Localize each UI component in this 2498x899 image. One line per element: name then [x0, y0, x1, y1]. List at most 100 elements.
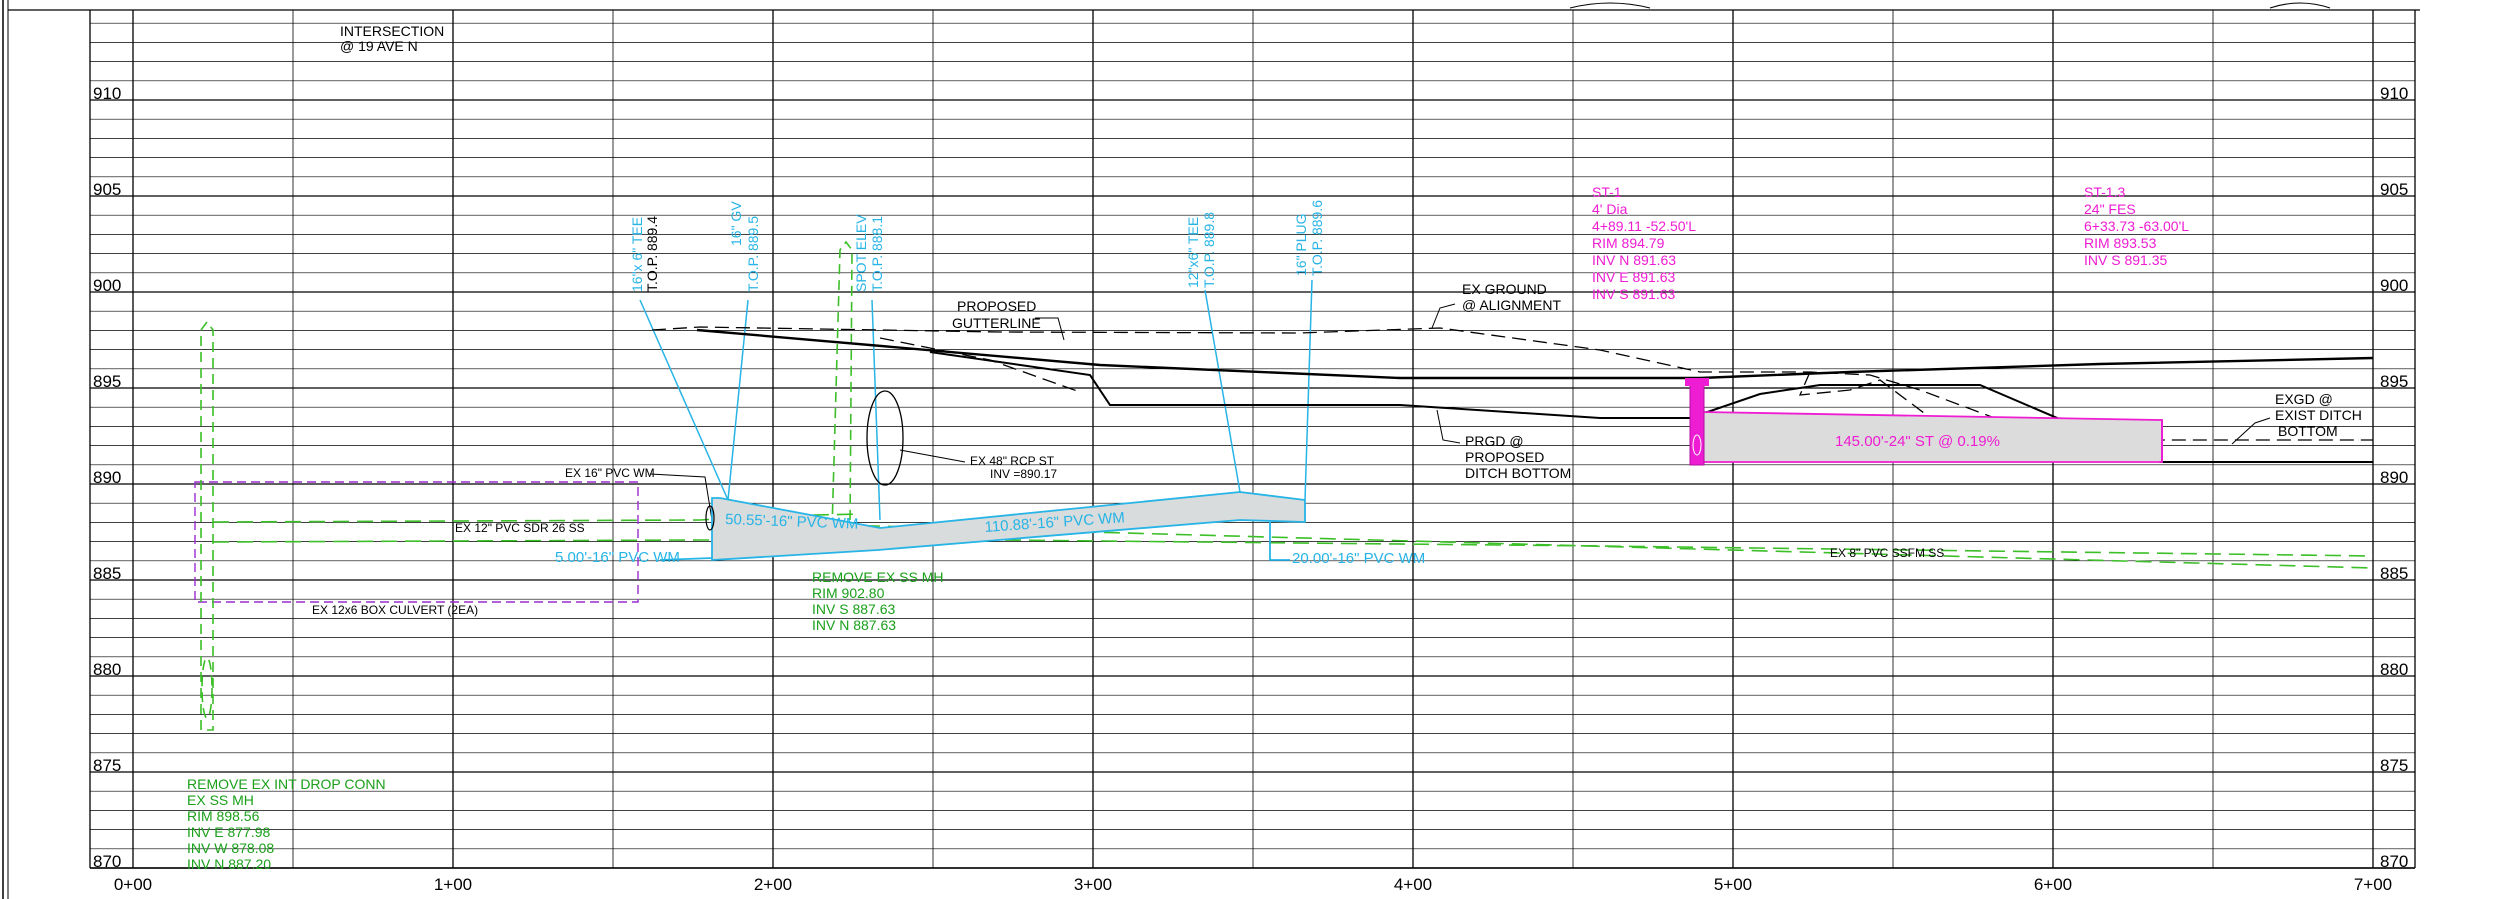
profile-grid: [89, 10, 2416, 869]
remove-ss-mh-line-4: INV N 887.63: [812, 617, 896, 633]
exgd-label-3: BOTTOM: [2278, 423, 2338, 439]
fitting-plug-label: 16" PLUG: [1293, 213, 1309, 276]
elev-label-880-right: 880: [2380, 660, 2408, 679]
elev-label-875: 875: [93, 756, 121, 775]
station-label-7: 7+00: [2354, 875, 2392, 894]
elev-label-905: 905: [93, 180, 121, 199]
elev-label-910: 910: [93, 84, 121, 103]
wm-20ft-label: 20.00'-16" PVC WM: [1292, 550, 1425, 567]
st-13-line-3: 6+33.73 -63.00'L: [2084, 218, 2189, 234]
elev-label-890-right: 890: [2380, 468, 2408, 487]
ex-box-culvert-label: EX 12x6 BOX CULVERT (2EA): [312, 603, 478, 617]
station-label-6: 6+00: [2034, 875, 2072, 894]
elev-label-910-right: 910: [2380, 84, 2408, 103]
exgd-label-1: EXGD @: [2275, 391, 2333, 407]
fitting-tee-1-label: 16"x 6" TEE: [629, 217, 645, 292]
st-1-structure: [1689, 384, 1705, 466]
elev-label-875-right: 875: [2380, 756, 2408, 775]
elev-label-885-right: 885: [2380, 564, 2408, 583]
st-13-line-5: INV S 891.35: [2084, 252, 2167, 268]
ex-48-rcp-leader: [899, 449, 966, 463]
remove-int-drop-line-4: INV E 877.98: [187, 824, 270, 840]
elev-label-900-right: 900: [2380, 276, 2408, 295]
ex-48-rcp-label-2: INV =890.17: [990, 467, 1057, 481]
st-13-line-1: ST-1.3: [2084, 184, 2125, 200]
elevation-labels-left: 910 905 900 895 890 885 880 875 870: [93, 84, 121, 871]
ex-box-culvert: [194, 481, 639, 603]
st-1-line-2: 4' Dia: [1592, 201, 1628, 217]
wm-5ft-label: 5.00'-16" PVC WM: [555, 549, 680, 566]
st-1-line-3: 4+89.11 -52.50'L: [1592, 218, 1696, 234]
elev-label-895-right: 895: [2380, 372, 2408, 391]
station-label-4: 4+00: [1394, 875, 1432, 894]
elev-label-905-right: 905: [2380, 180, 2408, 199]
elev-label-870: 870: [93, 852, 121, 871]
station-label-2: 2+00: [754, 875, 792, 894]
station-label-1: 1+00: [434, 875, 472, 894]
station-label-5: 5+00: [1714, 875, 1752, 894]
fitting-gv-label: 16" GV: [728, 201, 744, 246]
remove-int-drop-line-5: INV W 878.08: [187, 840, 274, 856]
st-1-line-6: INV E 891.63: [1592, 269, 1675, 285]
remove-ss-mh-line-2: RIM 902.80: [812, 585, 885, 601]
elev-label-895: 895: [93, 372, 121, 391]
st-1-line-1: ST-1: [1592, 184, 1622, 200]
station-labels: 0+00 1+00 2+00 3+00 4+00 5+00 6+00 7+00: [114, 875, 2392, 894]
proposed-gutterline-label-1: PROPOSED: [957, 298, 1036, 314]
elev-label-870-right: 870: [2380, 852, 2408, 871]
elev-label-880: 880: [93, 660, 121, 679]
station-label-3: 3+00: [1074, 875, 1112, 894]
callout-st-1: ST-1 4' Dia 4+89.11 -52.50'L RIM 894.79 …: [1592, 184, 1696, 302]
exgd-label-2: EXIST DITCH: [2275, 407, 2362, 423]
fitting-labels: 16"x 6" TEE T.O.P. 889.4 16" GV T.O.P. 8…: [629, 200, 1325, 292]
remove-int-drop-line-2: EX SS MH: [187, 792, 254, 808]
remove-int-drop-line-3: RIM 898.56: [187, 808, 260, 824]
st-1-outlet: [1692, 434, 1702, 456]
st-13-line-4: RIM 893.53: [2084, 235, 2157, 251]
wm-50ft-label: 50.55'-16" PVC WM: [725, 511, 859, 533]
ground-leaders: [1035, 303, 2271, 445]
elev-label-890: 890: [93, 468, 121, 487]
elev-label-885: 885: [93, 564, 121, 583]
fitting-tee-2-label: 12"x6" TEE: [1185, 217, 1201, 288]
intersection-label-line2: @ 19 AVE N: [340, 38, 418, 54]
ex-12-pvc-label: EX 12" PVC SDR 26 SS: [455, 521, 585, 535]
remove-ss-mh-line-1: REMOVE EX SS MH: [812, 569, 943, 585]
st-1-structure-cap: [1685, 378, 1709, 386]
ex-16-pvc-label: EX 16" PVC WM: [565, 466, 655, 480]
callout-remove-int-drop: REMOVE EX INT DROP CONN EX SS MH RIM 898…: [187, 776, 386, 872]
proposed-gutterline-label-2: GUTTERLINE: [952, 315, 1041, 331]
fitting-tee-1-top: T.O.P. 889.4: [644, 216, 660, 292]
prgd-label-3: DITCH BOTTOM: [1465, 465, 1571, 481]
ex-ground-label-1: EX GROUND: [1462, 281, 1547, 297]
proposed-watermain: [659, 491, 1306, 561]
ex-ground-label-2: @ ALIGNMENT: [1462, 297, 1561, 313]
ex-16-pvc-end: [705, 505, 715, 531]
elevation-labels-right: 910 905 900 895 890 885 880 875 870: [2380, 84, 2408, 871]
callout-remove-ss-mh: REMOVE EX SS MH RIM 902.80 INV S 887.63 …: [812, 569, 943, 633]
st-1-line-5: INV N 891.63: [1592, 252, 1676, 268]
fitting-leaders: [639, 279, 1313, 521]
station-label-0: 0+00: [114, 875, 152, 894]
ex-48-rcp-label-1: EX 48" RCP ST: [970, 454, 1055, 468]
ex-ss-drop-structure: [200, 320, 214, 731]
st-1-line-7: INV S 891.63: [1592, 286, 1675, 302]
st-13-line-2: 24" FES: [2084, 201, 2136, 217]
spot-elev-label: SPOT ELEV: [853, 214, 869, 292]
callout-st-1-3: ST-1.3 24" FES 6+33.73 -63.00'L RIM 893.…: [2084, 184, 2189, 268]
prgd-label-1: PRGD @: [1465, 433, 1524, 449]
fitting-plug-top: T.O.P. 889.6: [1309, 200, 1325, 276]
fitting-tee-2-top: T.O.P. 889.8: [1201, 212, 1217, 288]
st-1-line-4: RIM 894.79: [1592, 235, 1665, 251]
storm-pipe-label: 145.00'-24" ST @ 0.19%: [1835, 433, 2000, 450]
spot-elev-top: T.O.P. 888.1: [869, 216, 885, 292]
remove-ss-mh-line-3: INV S 887.63: [812, 601, 895, 617]
fitting-gv-top: T.O.P. 889.5: [745, 216, 761, 292]
elev-label-900: 900: [93, 276, 121, 295]
ex-8-pvc-label: EX 8" PVC SSFM SS: [1830, 546, 1944, 560]
remove-int-drop-line-6: INV N 887.20: [187, 856, 271, 872]
ex-48-rcp-pipe: [866, 390, 904, 486]
prgd-label-2: PROPOSED: [1465, 449, 1544, 465]
top-edge-fragments: [1569, 2, 2331, 9]
